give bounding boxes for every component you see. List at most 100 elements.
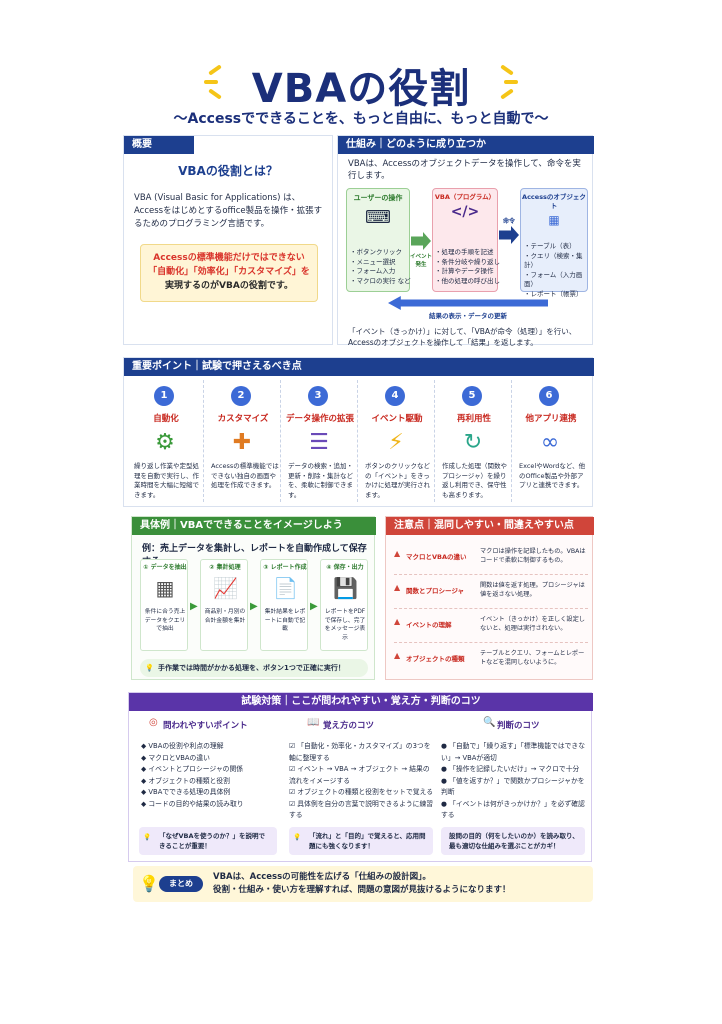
cautions-heading: 注意点｜混同しやすい・間違えやすい点 (386, 517, 594, 535)
key-point-card: 2 カスタマイズ ✚ Accessの標準機能ではできない独自の画面や処理を作成で… (205, 380, 281, 502)
caution-label: オブジェクトの種類 (406, 655, 465, 663)
caution-text: マクロは操作を記録したもの。VBAはコードで柔軟に制御するもの。 (480, 548, 586, 564)
key-point-title: カスタマイズ (217, 414, 269, 424)
example-panel: 具体例｜VBAでできることをイメージしよう 例：売上データを集計し、レポートを自… (131, 516, 376, 680)
step-heading: ① データを抽出 (143, 564, 187, 571)
exam-column-tip: 💡 「なぜVBAを使うのか？」を説明できることが重要！ (139, 827, 277, 855)
overview-heading: 概要 (124, 136, 194, 154)
key-point-card: 1 自動化 ⚙ 繰り返し作業や定型処理を自動で実行し、作業時間を大幅に短縮できま… (128, 380, 204, 502)
vba-item: ・条件分岐や繰り返し (435, 257, 500, 266)
exam-column-list: ● 「自動で」「繰り返す」「標準機能ではできない」→ VBAが適切 ● 「操作を… (441, 741, 587, 822)
vba-item: ・計算やデータ操作 (435, 267, 494, 275)
step-arrow-icon: ▶ (310, 601, 318, 612)
caution-label: イベントの理解 (406, 621, 452, 629)
vba-item: ・処理の手順を記述 (435, 248, 494, 256)
lightbulb-icon: 💡 (143, 833, 152, 841)
command-arrow-label: 命令 (502, 218, 515, 225)
lightbulb-icon: 💡 (145, 664, 154, 672)
caution-row: ▲ 関数とプロシージャ 関数は値を返す処理。プロシージャは値を返さない処理。 (394, 575, 588, 609)
step-arrow-icon: ▶ (250, 601, 258, 612)
exam-column-list: ◆ VBAの役割や利点の理解 ◆ マクロとVBAの違い ◆ イベントとプロシージ… (141, 741, 281, 810)
key-points-heading: 重要ポイント｜試験で押さえるべき点 (124, 358, 594, 376)
vba-program-list: ・処理の手順を記述 ・条件分岐や繰り返し ・計算やデータ操作 ・他の処理の呼び出… (435, 248, 500, 286)
example-heading: 具体例｜VBAでできることをイメージしよう (132, 517, 376, 535)
step-heading: ② 集計処理 (209, 564, 241, 571)
overview-description: VBA (Visual Basic for Applications) は、Ac… (134, 193, 323, 229)
key-point-card: 4 イベント駆動 ⚡ ボタンのクリックなどの「イベント」をきっかけに処理が実行さ… (359, 380, 435, 502)
document-icon: 📄 (273, 576, 298, 600)
key-point-description: データの検索・追加・更新・削除・集計などを、柔軟に制御できます。 (288, 462, 353, 499)
step-heading: ④ 保存・出力 (326, 564, 364, 571)
exam-column-title: 覚え方のコツ (323, 721, 375, 731)
user-operation-list: ・ボタンクリック ・メニュー選択 ・フォーム入力 ・マクロの実行 など (350, 248, 411, 286)
user-item: ・メニュー選択 (350, 257, 396, 266)
overview-panel: 概要 VBAの役割とは？ VBA (Visual Basic for Appli… (123, 135, 333, 345)
warning-icon: ▲ (394, 651, 401, 660)
user-operation-title: ユーザーの操作 (353, 194, 403, 202)
key-point-card: 6 他アプリ連携 ∞ ExcelやWordなど、他のOffice製品や外部アプリ… (513, 380, 589, 502)
title-ray-right-2 (504, 80, 518, 84)
example-tip: 💡 手作業では時間がかかる処理を、ボタン1つで正確に実行！ (140, 659, 368, 677)
database-icon: ▦ (548, 213, 560, 227)
caution-label: 関数とプロシージャ (406, 587, 465, 595)
page-subtitle: 〜Accessでできることを、もっと自由に、もっと自動で〜 (173, 111, 549, 127)
caution-text: イベント（きっかけ）を正しく設定しないと、処理は実行されない。 (480, 616, 585, 632)
key-point-title: イベント駆動 (371, 414, 423, 424)
user-operation-box: ユーザーの操作 ⌨ (346, 188, 410, 292)
caution-label: マクロとVBAの違い (406, 553, 467, 561)
book-icon: 📖 (307, 717, 320, 728)
key-point-description: ボタンのクリックなどの「イベント」をきっかけに処理が実行されます。 (365, 462, 430, 499)
list-item: ☑ 「自動化・効率化・カスタマイズ」の3つを軸に整理する (289, 742, 431, 762)
exam-panel: 試験対策｜ここが問われやすい・覚え方・判断のコツ ◎ 問われやすいポイント ◆ … (128, 692, 593, 862)
warning-icon: ▲ (394, 549, 401, 558)
puzzle-icon: ✚ (232, 430, 252, 455)
table-icon: ▦ (155, 576, 175, 600)
user-item: ・ボタンクリック (350, 248, 402, 256)
access-object-box: Accessのオブジェクト ▦ (520, 188, 588, 292)
mechanism-panel: 仕組み｜どのように成り立つか VBAは、Accessのオブジェクトデータを操作し… (337, 135, 594, 347)
example-tip-text: 手作業では時間がかかる処理を、ボタン1つで正確に実行！ (158, 664, 345, 672)
step-description: レポートをPDFで保存し、完了をメッセージ表示 (324, 609, 366, 641)
key-point-title: 再利用性 (456, 414, 491, 424)
list-item: ◆ コードの目的や結果の読み取り (141, 799, 244, 808)
example-step: ④ 保存・出力 💾 レポートをPDFで保存し、完了をメッセージ表示 (320, 559, 368, 651)
key-point-number: 4 (385, 386, 405, 406)
list-item: ◆ イベントとプロシージャの関係 (141, 765, 244, 773)
exam-heading: 試験対策｜ここが問われやすい・覚え方・判断のコツ (129, 693, 593, 711)
caution-row: ▲ マクロとVBAの違い マクロは操作を記録したもの。VBAはコードで柔軟に制御… (394, 541, 588, 575)
exam-column-tip: 設問の目的（何をしたいのか）を読み取り、最も適切な仕組みを選ぶことがカギ！ (441, 827, 585, 855)
target-icon: ◎ (149, 717, 158, 728)
vba-item: ・他の処理の呼び出し (435, 276, 500, 285)
refresh-icon: ↻ (463, 430, 483, 455)
summary-line1: VBAは、Accessの可能性を広げる「仕組みの設計図」。 (213, 872, 431, 882)
exam-column-tip: 💡 「流れ」と「目的」で覚えると、応用問題にも強くなります！ (289, 827, 433, 855)
keyboard-icon: ⌨ (365, 207, 391, 228)
example-step: ② 集計処理 📈 商品別・月別の合計金額を集計 (200, 559, 248, 651)
list-item: ◆ オブジェクトの種類と役割 (141, 776, 230, 785)
step-arrow-icon: ▶ (190, 601, 198, 612)
list-item: ● 「値を返すか？」で関数かプロシージャかを判断 (441, 776, 585, 797)
key-point-description: Accessの標準機能ではできない独自の画面や処理を作成できます。 (211, 462, 279, 489)
summary-text: VBAは、Accessの可能性を広げる「仕組みの設計図」。 役割・仕組み・使い方… (213, 871, 583, 897)
list-item: ☑ オブジェクトの種類と役割をセットで覚える (289, 788, 433, 796)
overview-subheading: VBAの役割とは？ (178, 164, 278, 178)
key-point-number: 5 (462, 386, 482, 406)
key-point-number: 3 (308, 386, 328, 406)
caution-text: 関数は値を返す処理。プロシージャは値を返さない処理。 (480, 582, 585, 598)
exam-column-title: 問われやすいポイント (163, 721, 248, 731)
key-point-card: 5 再利用性 ↻ 作成した処理（関数やプロシージャ）を繰り返し利用でき、保守性も… (436, 380, 512, 502)
key-point-card: 3 データ操作の拡張 ☰ データの検索・追加・更新・削除・集計などを、柔軟に制御… (282, 380, 358, 502)
title-ray-left-2 (204, 80, 218, 84)
list-item: ● 「操作を記録したいだけ」→ マクロで十分 (441, 765, 580, 773)
code-icon: </> (450, 204, 480, 220)
vba-program-box: VBA（プログラム） </> (432, 188, 498, 292)
list-item: ◆ VBAの役割や利点の理解 (141, 742, 224, 750)
key-point-title: 他アプリ連携 (525, 414, 577, 424)
caution-row: ▲ オブジェクトの種類 テーブルとクエリ、フォームとレポートなどを混同しないよう… (394, 643, 588, 677)
magnifier-icon: 🔍 (483, 717, 496, 728)
access-object-list: ・テーブル（表） ・クエリ（検索・集計） ・フォーム（入力画面） ・レポート（帳… (524, 242, 592, 309)
step-description: 集計結果をレポートに自動で記載 (264, 609, 306, 632)
warning-icon: ▲ (394, 617, 401, 626)
exam-column-list: ☑ 「自動化・効率化・カスタマイズ」の3つを軸に整理する ☑ イベント → VB… (289, 741, 435, 822)
event-arrow-label: イベント発生 (409, 254, 432, 268)
